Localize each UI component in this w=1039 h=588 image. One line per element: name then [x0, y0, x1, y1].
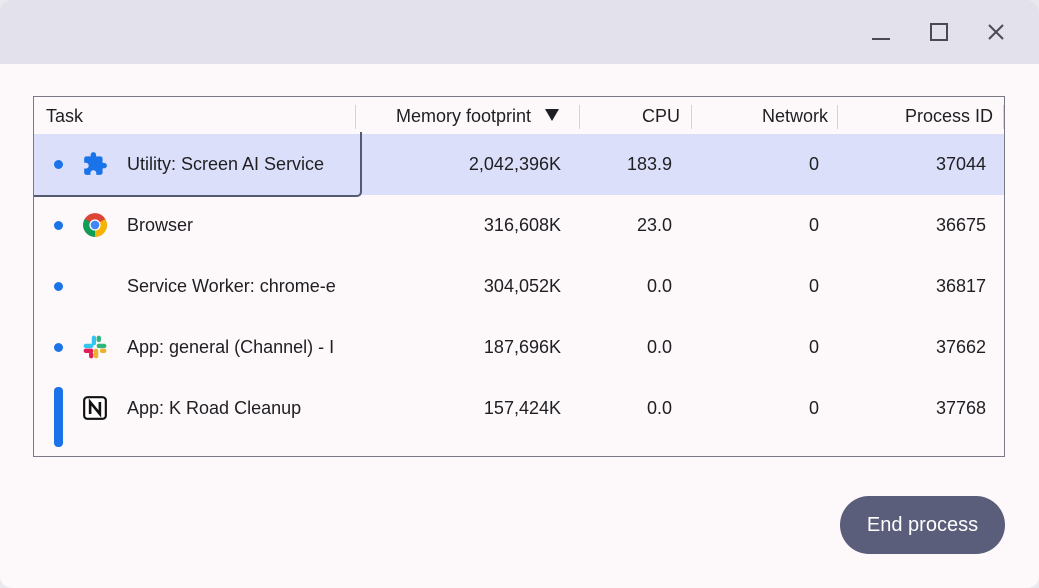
network-value: 0	[808, 337, 819, 357]
cpu-value: 0.0	[646, 398, 672, 418]
column-divider[interactable]	[691, 105, 692, 129]
maximize-icon	[930, 23, 948, 41]
process-indicator-dot	[54, 282, 63, 291]
network-value: 0	[808, 398, 819, 418]
memory-value: 2,042,396K	[468, 154, 561, 174]
process-indicator-dot	[54, 160, 63, 169]
process-id-value: 36817	[935, 276, 986, 296]
end-process-button[interactable]: End process	[840, 496, 1005, 554]
column-divider[interactable]	[1003, 105, 1004, 129]
process-id-value: 37044	[935, 154, 986, 174]
table-row[interactable]: Browser 316,608K 23.0 0 36675	[34, 195, 1004, 256]
column-header-cpu[interactable]: CPU	[641, 106, 680, 126]
column-header-memory-label: Memory footprint	[395, 106, 531, 126]
table-row[interactable]: Service Worker: chrome-e 304,052K 0.0 0 …	[34, 256, 1004, 317]
memory-value: 316,608K	[483, 215, 561, 235]
minimize-icon	[872, 38, 890, 40]
network-value: 0	[808, 215, 819, 235]
task-name: Utility: Screen AI Service	[127, 154, 325, 174]
column-divider[interactable]	[579, 105, 580, 129]
title-bar	[0, 0, 1039, 64]
column-divider[interactable]	[837, 105, 838, 129]
cpu-value: 0.0	[646, 276, 672, 296]
cpu-value: 183.9	[626, 154, 672, 174]
task-name: App: K Road Cleanup	[127, 398, 302, 418]
cpu-value: 23.0	[636, 215, 672, 235]
table-row[interactable]: App: K Road Cleanup 157,424K 0.0 0 37768	[34, 378, 1004, 447]
table-row[interactable]: Utility: Screen AI Service 2,042,396K 18…	[34, 132, 1004, 197]
process-indicator-dot	[54, 221, 63, 230]
column-header-task[interactable]: Task	[46, 106, 84, 126]
memory-value: 187,696K	[483, 337, 561, 357]
puzzle-extension-icon	[84, 152, 107, 175]
network-value: 0	[808, 276, 819, 296]
process-indicator-dot	[54, 343, 63, 352]
column-header-memory[interactable]: Memory footprint	[356, 97, 561, 133]
task-name: App: general (Channel) - I	[127, 337, 335, 357]
close-button[interactable]	[978, 14, 1014, 50]
maximize-button[interactable]	[921, 14, 957, 50]
table-header: Task Memory footprint CPU Network Proces…	[34, 97, 1004, 133]
chrome-icon	[83, 213, 107, 237]
slack-icon	[83, 335, 107, 359]
process-indicator-bar	[54, 387, 63, 447]
process-id-value: 37768	[935, 398, 986, 418]
close-icon	[988, 24, 1004, 40]
sort-descending-icon	[545, 109, 559, 121]
process-id-value: 36675	[935, 215, 986, 235]
column-divider[interactable]	[355, 105, 356, 129]
task-name: Service Worker: chrome-e	[127, 276, 336, 296]
column-header-process-id[interactable]: Process ID	[904, 106, 993, 126]
notion-icon	[83, 396, 107, 420]
table-row[interactable]: App: general (Channel) - I 187,696K 0.0 …	[34, 317, 1004, 378]
column-header-network[interactable]: Network	[761, 106, 828, 126]
network-value: 0	[808, 154, 819, 174]
task-table: Task Memory footprint CPU Network Proces…	[33, 96, 1005, 457]
process-id-value: 37662	[935, 337, 986, 357]
cpu-value: 0.0	[646, 337, 672, 357]
minimize-button[interactable]	[863, 14, 899, 50]
memory-value: 157,424K	[483, 398, 561, 418]
memory-value: 304,052K	[483, 276, 561, 296]
task-name: Browser	[127, 215, 194, 235]
